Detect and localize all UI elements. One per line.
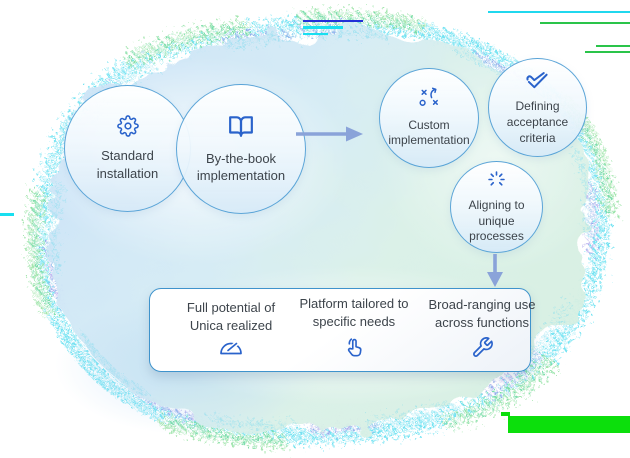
outcome-full-potential: Full potential of Unica realized xyxy=(172,299,290,362)
gear-icon xyxy=(116,114,139,142)
glitch-streak xyxy=(0,213,14,216)
open-book-icon xyxy=(228,113,254,144)
node-label: Standard installation xyxy=(96,148,159,181)
arrow-down-connector xyxy=(485,252,505,293)
glitch-streak xyxy=(540,22,630,24)
outcome-label: Broad-ranging use across functions xyxy=(428,297,536,331)
node-defining-acceptance-criteria: Defining acceptance criteria xyxy=(488,58,587,157)
glitch-streak xyxy=(303,20,363,22)
tap-finger-icon xyxy=(343,335,366,365)
glitch-streak xyxy=(488,11,630,13)
node-label: By-the-book implementation xyxy=(196,150,286,184)
double-check-icon xyxy=(523,69,552,97)
node-custom-implementation: Custom implementation xyxy=(379,68,479,168)
glitch-green-bar-notch xyxy=(501,412,510,416)
wrench-icon xyxy=(471,336,494,364)
glitch-streak xyxy=(585,51,630,53)
glitch-green-bar xyxy=(508,416,630,433)
node-standard-installation: Standard installation xyxy=(64,85,191,212)
node-by-the-book-implementation: By-the-book implementation xyxy=(176,84,306,214)
glitch-streak xyxy=(303,33,328,35)
node-label: Defining acceptance criteria xyxy=(506,99,569,145)
outcome-label: Platform tailored to specific needs xyxy=(299,296,409,330)
outcome-broad-ranging-use: Broad-ranging use across functions xyxy=(418,296,546,364)
node-aligning-to-unique-processes: Aligning to unique processes xyxy=(450,161,543,253)
glitch-streak xyxy=(596,45,630,47)
outcome-label: Full potential of Unica realized xyxy=(186,299,276,333)
node-label: Aligning to unique processes xyxy=(468,197,525,244)
node-label: Custom implementation xyxy=(388,117,470,148)
gauge-icon xyxy=(218,338,244,361)
strategy-icon xyxy=(416,87,442,114)
outcomes-box: Full potential of Unica realized Platfor… xyxy=(149,288,535,372)
outcome-platform-tailored: Platform tailored to specific needs xyxy=(290,295,418,365)
glitch-streak xyxy=(303,26,343,29)
spinner-burst-icon xyxy=(486,169,507,195)
arrow-right-connector xyxy=(294,125,366,148)
